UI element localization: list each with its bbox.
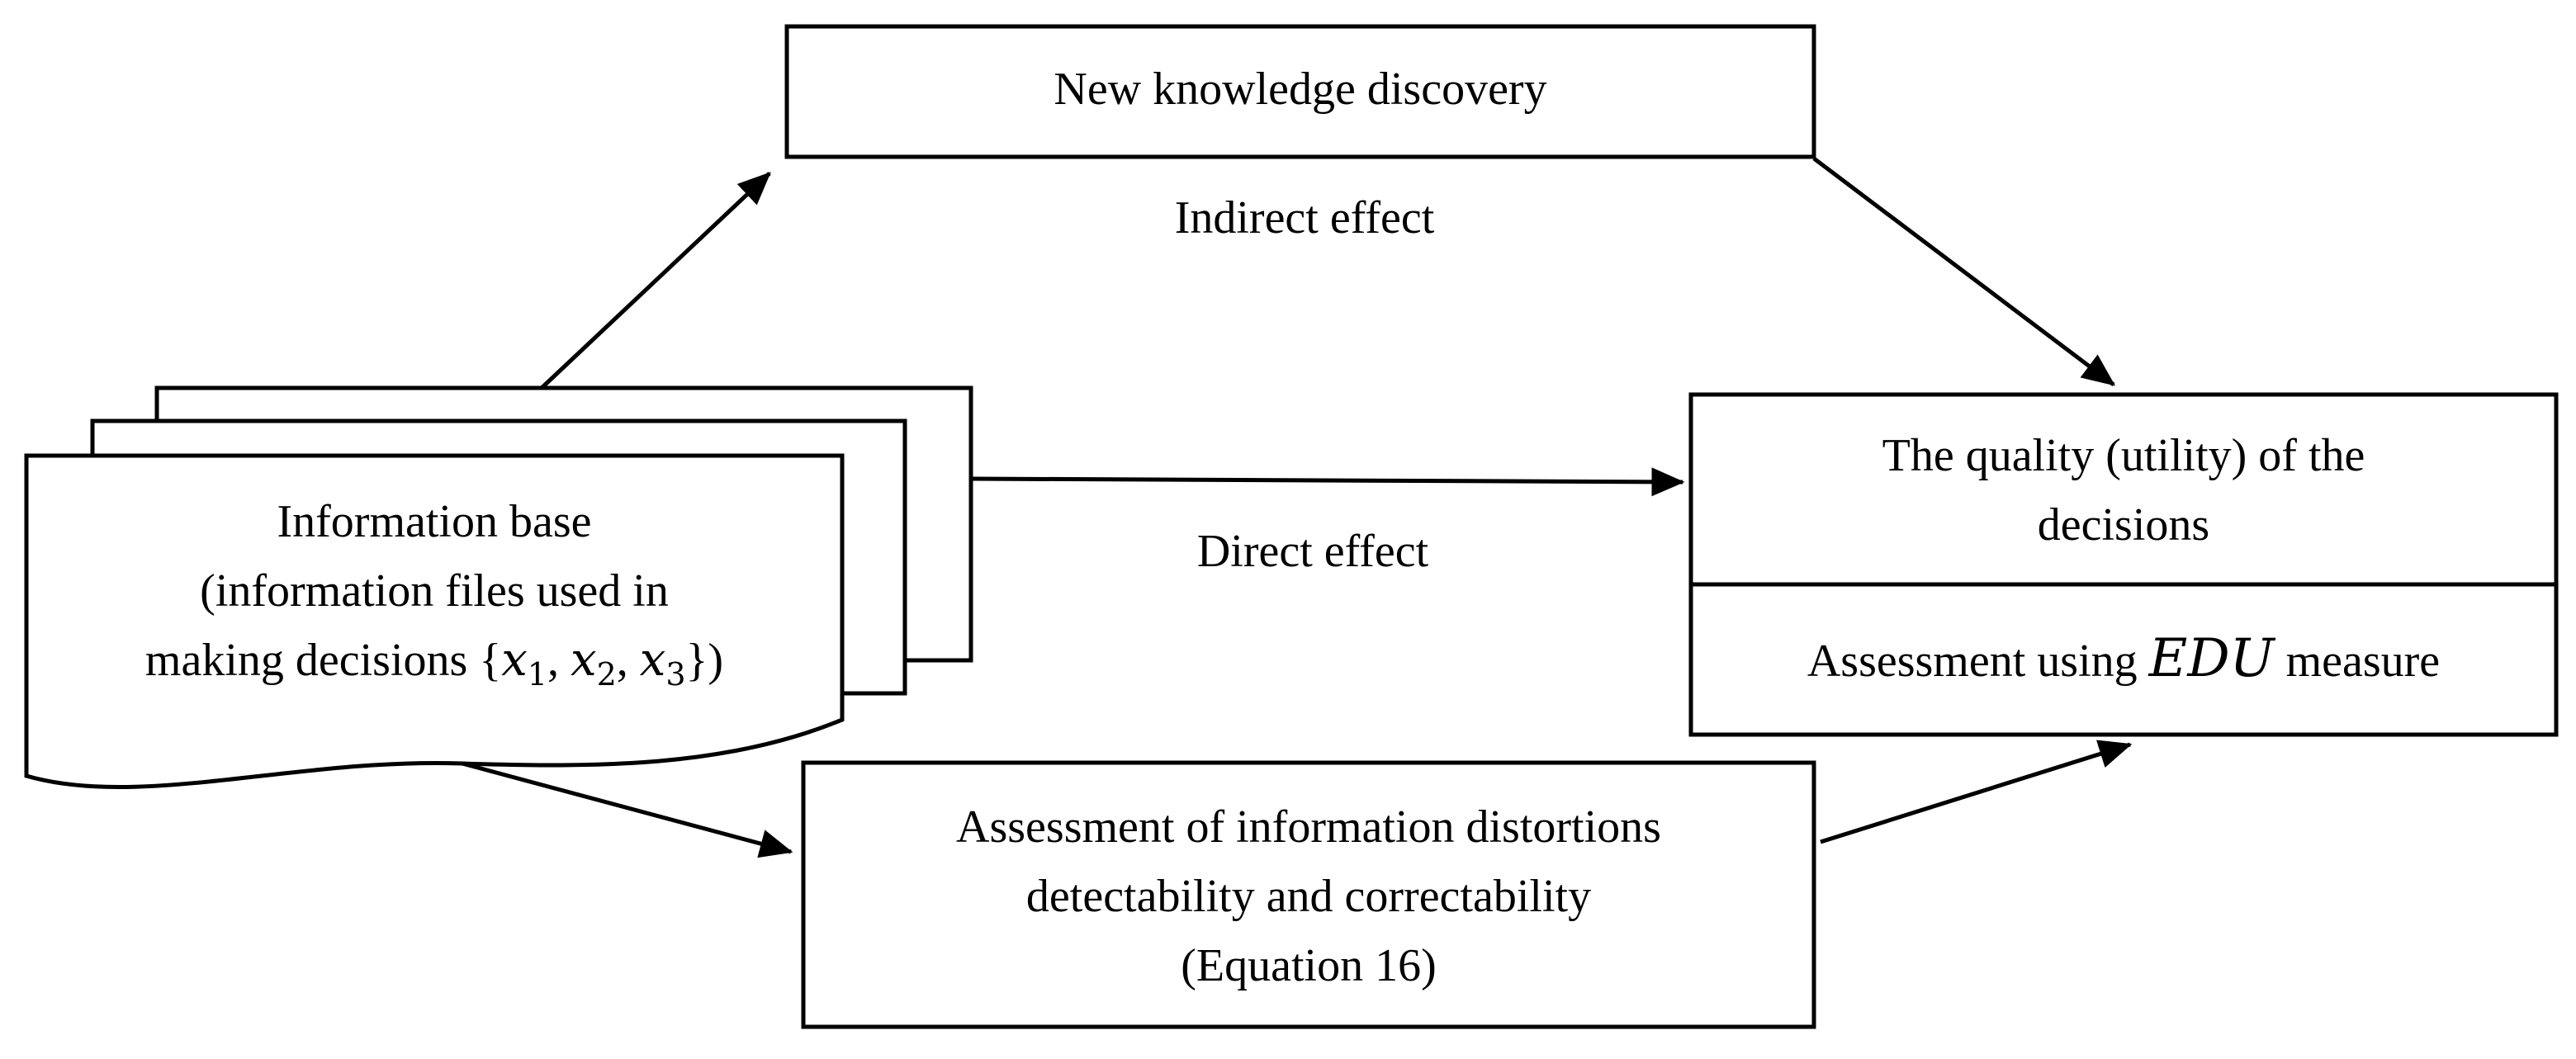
arrow-knowledge-to-quality [1812, 157, 2115, 386]
variable-x2: x2 [570, 633, 617, 693]
direct-effect-label: Direct effect [1196, 526, 1429, 577]
distortions-assessment-line1: Assessment of information distortions [956, 801, 1661, 853]
decision-quality-box [1688, 392, 2559, 737]
distortions-assessment-box [801, 760, 1816, 1029]
edu-assessment-suffix: measure [2274, 636, 2441, 687]
set-open-brace: { [479, 635, 502, 686]
information-base-line3: making decisions {x1, x2, x3}) [26, 626, 842, 695]
arrow-infobase-to-knowledge [540, 172, 771, 390]
indirect-effect-label: Indirect effect [1174, 192, 1435, 243]
distortions-assessment-line2: detectability and correctability [1025, 871, 1592, 922]
edu-assessment-prefix: Assessment using [1807, 636, 2149, 687]
information-base-line1: Information base [277, 496, 592, 547]
information-base-line3-text: making decisions [144, 635, 480, 686]
arrow-infobase-to-quality-direct [970, 467, 1685, 497]
decision-quality-line1: The quality (utility) of the [1882, 430, 2365, 481]
set-close-brace: }) [685, 635, 724, 686]
comma-2: , [616, 635, 640, 686]
variable-x3: x3 [639, 633, 686, 693]
edu-assessment-label: Assessment using EDU measure [1691, 624, 2556, 696]
arrow-infobase-to-distortions [462, 761, 793, 858]
distortions-assessment-line3: (Equation 16) [1181, 940, 1437, 991]
decision-quality-label: The quality (utility) of the decisions [1691, 421, 2556, 560]
variable-x1: x1 [501, 633, 547, 693]
edu-measure-symbol: EDU [2148, 628, 2275, 689]
document-front-sheet [24, 453, 845, 790]
information-base-label: Information base (information files used… [26, 487, 842, 695]
information-base-line2: (information files used in [200, 565, 669, 617]
new-knowledge-discovery-box [784, 24, 1816, 159]
comma-1: , [547, 635, 571, 686]
decision-quality-line2: decisions [2037, 499, 2210, 551]
information-base-document-stack [24, 385, 973, 790]
new-knowledge-discovery-label: New knowledge discovery [1054, 64, 1547, 115]
distortions-assessment-label: Assessment of information distortions de… [803, 792, 1814, 1000]
arrow-distortions-to-quality [1820, 740, 2133, 844]
